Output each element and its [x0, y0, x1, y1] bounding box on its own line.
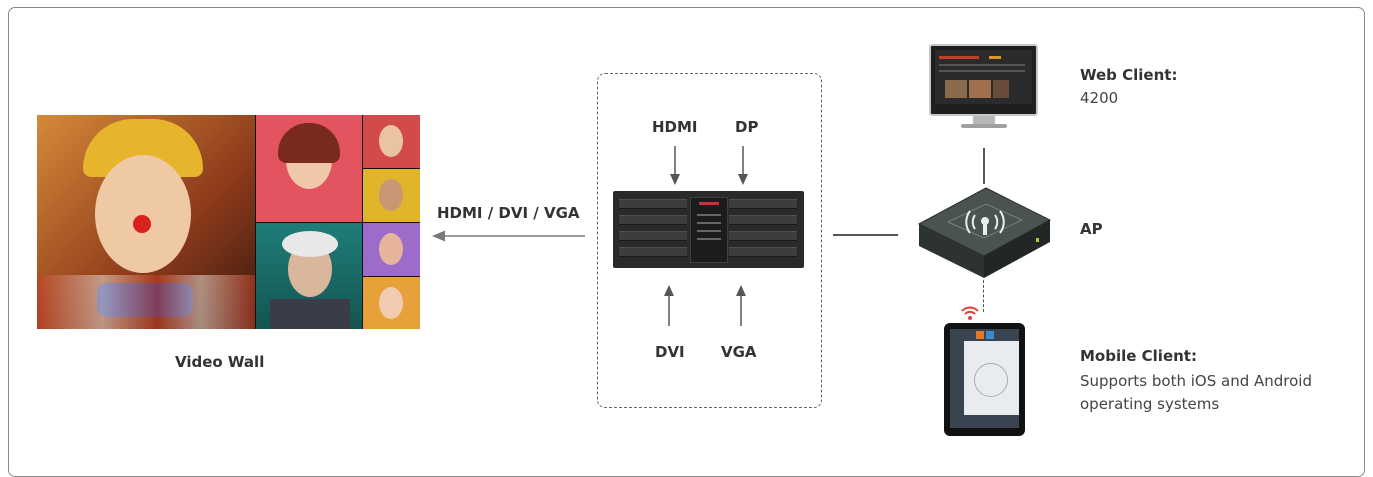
input-vga-label: VGA: [721, 343, 757, 361]
ap-tablet-link: [983, 280, 984, 312]
output-link-label: HDMI / DVI / VGA: [437, 204, 580, 222]
input-dvi-label: DVI: [655, 343, 685, 361]
wifi-icon: [961, 306, 979, 320]
device-ap-link: [833, 234, 898, 236]
web-client-value: 4200: [1080, 89, 1119, 107]
video-wall-tile-5: [363, 169, 420, 222]
dp-arrow: [738, 146, 748, 185]
video-wall-tile-7: [363, 277, 420, 329]
access-point-icon: [917, 187, 1052, 278]
hdmi-arrow: [670, 146, 680, 185]
mobile-client-line2: operating systems: [1080, 395, 1220, 413]
video-wall-controller-device: [613, 191, 804, 268]
device-front-panel: [690, 197, 728, 263]
input-dp-label: DP: [735, 118, 759, 136]
tablet-icon: [944, 323, 1025, 436]
video-wall-tile-3: [256, 223, 362, 329]
vga-arrow: [736, 285, 746, 326]
monitor-icon: [929, 44, 1038, 128]
output-arrow: [432, 230, 585, 242]
input-hdmi-label: HDMI: [652, 118, 698, 136]
video-wall-image: [37, 115, 420, 329]
video-wall-tile-2: [256, 115, 362, 222]
dvi-arrow: [664, 285, 674, 326]
controller-dashed-box: [597, 73, 822, 408]
video-wall-tile-6: [363, 223, 420, 276]
mobile-client-line1: Supports both iOS and Android: [1080, 372, 1312, 390]
video-wall-label: Video Wall: [175, 353, 265, 371]
video-wall-tile-4: [363, 115, 420, 168]
web-client-title: Web Client:: [1080, 66, 1178, 84]
monitor-ap-link: [983, 148, 985, 184]
mobile-client-title: Mobile Client:: [1080, 347, 1197, 365]
access-point-label: AP: [1080, 220, 1103, 238]
video-wall-tile-main: [37, 115, 255, 329]
